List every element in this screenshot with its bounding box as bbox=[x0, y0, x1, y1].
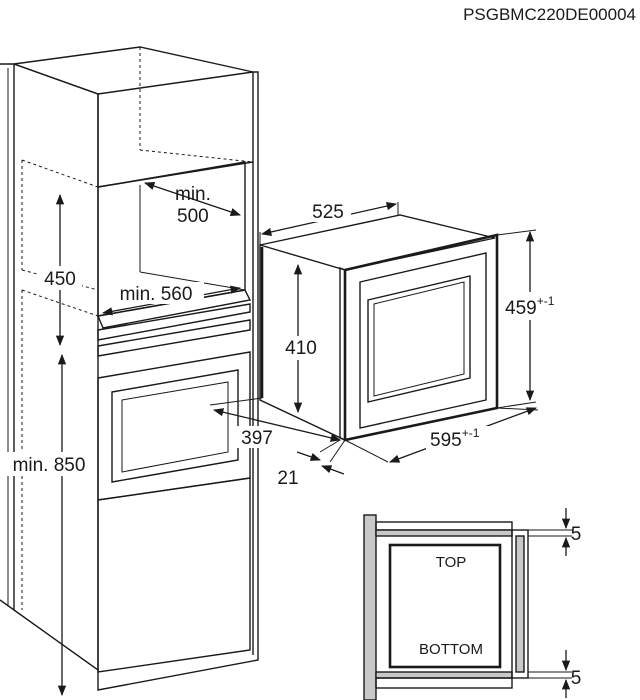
label-niche-width: min. 560 bbox=[120, 284, 193, 305]
label-front-width: 595+-1 bbox=[430, 426, 480, 451]
label-frame-depth: 21 bbox=[277, 468, 298, 489]
appliance-dimensions: 525 410 459+-1 595+-1 397 21 bbox=[209, 200, 576, 489]
label-niche-depth-value: 500 bbox=[177, 206, 209, 227]
label-top: TOP bbox=[436, 554, 467, 571]
label-front-height: 459+-1 bbox=[505, 294, 555, 319]
label-appliance-height: 410 bbox=[285, 338, 317, 359]
label-appliance-depth: 525 bbox=[312, 202, 344, 223]
label-body-width: 397 bbox=[241, 428, 273, 449]
label-bottom: BOTTOM bbox=[419, 641, 483, 658]
label-gap-bottom: 5 bbox=[571, 668, 582, 689]
label-gap-top: 5 bbox=[571, 524, 582, 545]
side-section-view: TOP BOTTOM 5 5 bbox=[363, 508, 582, 700]
label-cabinet-height: min. 850 bbox=[13, 455, 86, 476]
label-niche-depth: min. bbox=[175, 184, 211, 205]
microwave-appliance bbox=[259, 214, 499, 442]
label-niche-height: 450 bbox=[44, 269, 76, 290]
tall-cabinet bbox=[0, 46, 259, 691]
cabinet-dimensions: min. 500 450 min. 560 min. 850 bbox=[5, 182, 242, 697]
drawing-code: PSGBMC220DE00004 bbox=[463, 5, 636, 24]
